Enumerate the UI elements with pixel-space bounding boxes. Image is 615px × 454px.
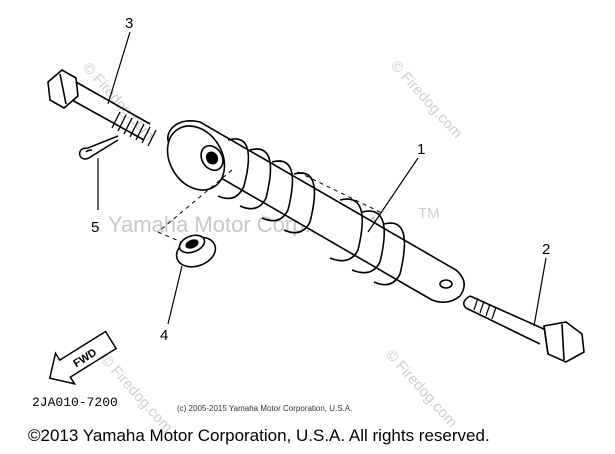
watermark-firedog-3: © Firedog.com [97, 351, 176, 436]
callout-5: 5 [91, 219, 99, 236]
watermark-tm: TM [418, 205, 440, 222]
callout-4: 4 [160, 327, 168, 344]
part-2-bolt [462, 295, 585, 363]
fwd-arrow: FWD [48, 330, 118, 386]
copyright-main: ©2013 Yamaha Motor Corporation, U.S.A. A… [28, 426, 490, 445]
part-3-bolt [47, 69, 157, 147]
part-4-collar [175, 234, 217, 268]
callout-3: 3 [125, 15, 133, 32]
part-1-shock-absorber [166, 120, 465, 304]
callout-1: 1 [417, 141, 425, 158]
watermark-firedog-4: © Firedog.com [382, 346, 461, 431]
leader-lines [97, 31, 547, 327]
part-5-cotter-pin [78, 135, 119, 160]
watermark-firedog-2: © Firedog.com [387, 57, 466, 142]
assembly-lines [157, 169, 385, 251]
copyright-small: (c) 2005-2015 Yamaha Motor Corporation, … [177, 404, 353, 413]
callout-2: 2 [542, 241, 550, 258]
diagram-code: 2JA010-7200 [32, 395, 118, 410]
